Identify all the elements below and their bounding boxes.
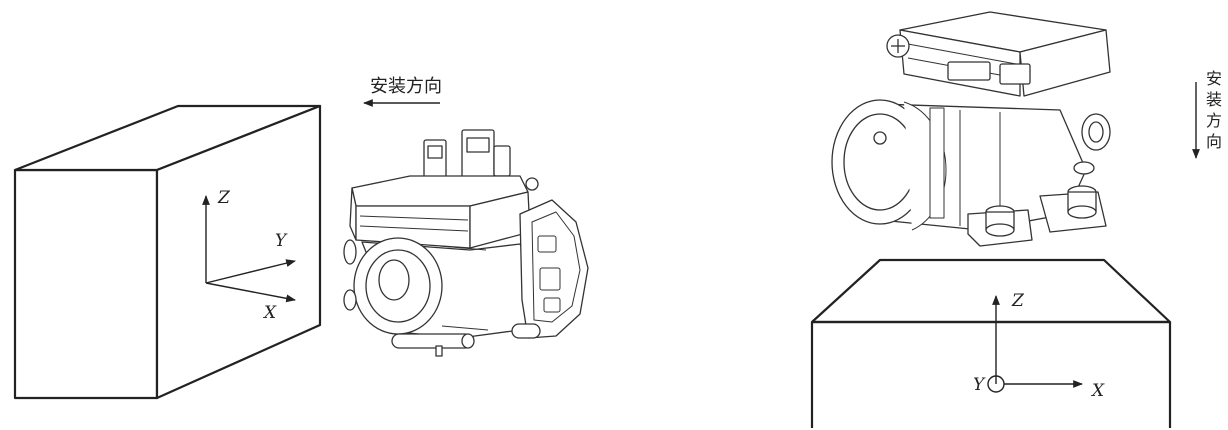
left-y-axis [205,259,296,284]
right-direction-char-3: 方 [1206,111,1222,130]
right-x-label: X [1090,381,1105,401]
left-compressor-illustration [343,129,589,357]
left-axes [202,195,296,303]
right-y-axis-circle [987,375,1005,393]
right-direction-char-4: 向 [1206,132,1222,151]
left-y-label: Y [275,231,288,251]
left-x-axis [205,282,296,303]
right-compressor-illustration [831,11,1111,247]
right-z-label: Z [1011,291,1025,311]
right-direction-char-2: 装 [1206,90,1222,109]
right-axes [987,295,1083,393]
left-z-label: Z [217,188,231,208]
left-x-label: X [262,303,277,323]
right-install-direction-label: 安 装 方 向 [1206,69,1222,151]
right-direction-char-1: 安 [1206,69,1222,88]
left-install-direction-label: 安装方向 [370,76,442,97]
right-y-label: Y [973,375,986,395]
left-mounting-block [13,104,322,400]
right-mounting-base [810,258,1172,428]
